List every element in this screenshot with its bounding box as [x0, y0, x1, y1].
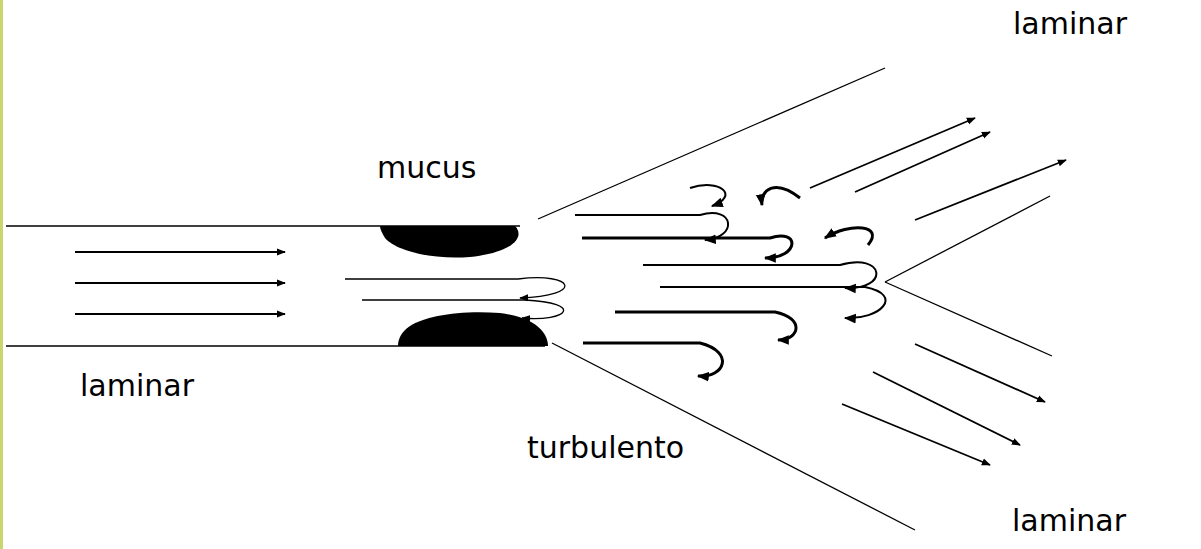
flow-label: laminar [80, 368, 194, 404]
airway-walls [6, 68, 1052, 530]
laminar-arrows-inlet [75, 252, 285, 314]
edge-strip [0, 0, 3, 549]
mucus-blobs [380, 226, 548, 346]
flow-label: laminar [1013, 6, 1127, 42]
turbulent-arrows [345, 185, 885, 376]
flow-label: laminar [1012, 503, 1126, 539]
laminar-arrows-branches [810, 118, 1066, 465]
flow-label: turbulento [527, 430, 684, 466]
obstruction-label: mucus [377, 150, 476, 186]
